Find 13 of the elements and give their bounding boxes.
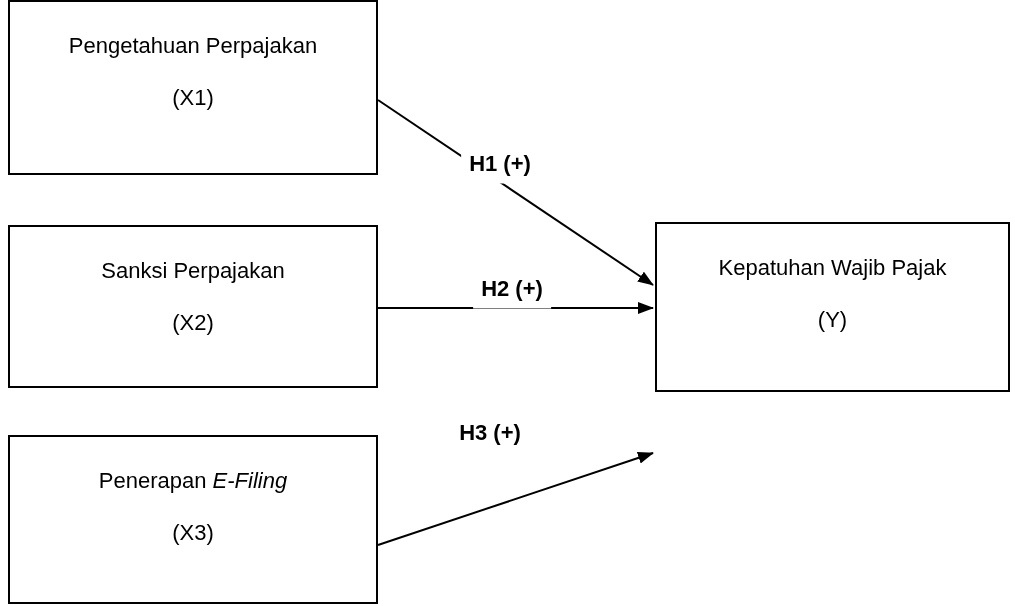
- variable-name: Sanksi Perpajakan: [101, 257, 285, 285]
- variable-name: Kepatuhan Wajib Pajak: [718, 254, 947, 282]
- variable-box: [8, 0, 378, 175]
- arrow: [377, 452, 654, 546]
- variable-name: Pengetahuan Perpajakan: [68, 32, 318, 60]
- variable-code: (Y): [817, 305, 848, 333]
- variable-code: (X1): [172, 83, 214, 111]
- variable-box: [8, 435, 378, 604]
- variable-box: [8, 225, 378, 388]
- variable-name: Penerapan E-Filing: [98, 467, 288, 495]
- variable-box: [655, 222, 1010, 392]
- variable-code: (X2): [172, 308, 214, 336]
- variable-code: (X3): [172, 518, 214, 546]
